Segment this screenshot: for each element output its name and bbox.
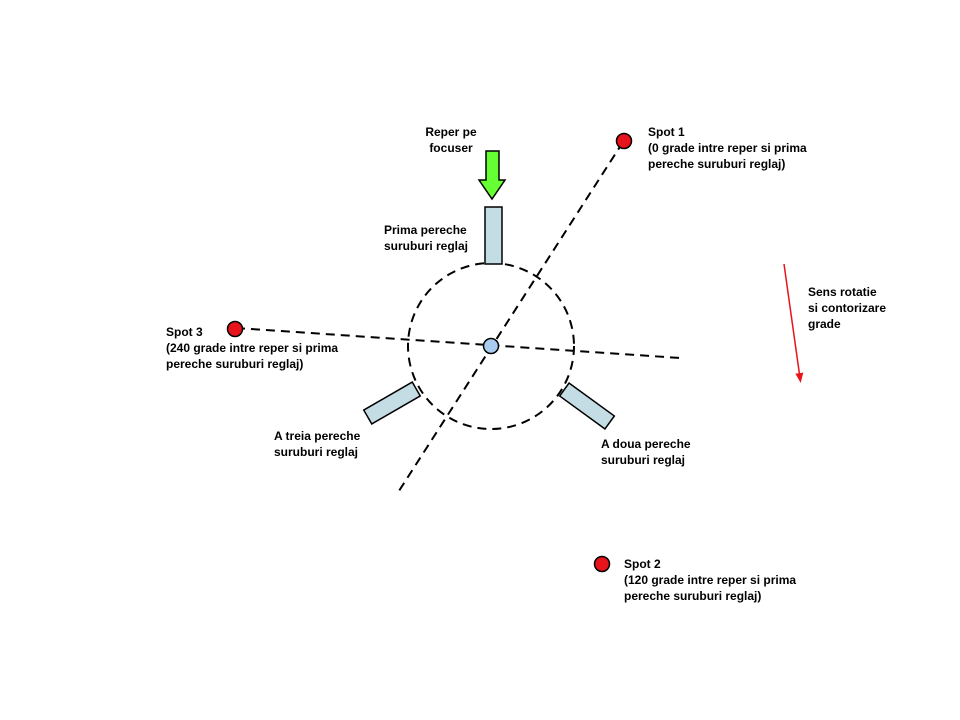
spot3-dot (226, 320, 244, 338)
second-screw-pair-label-line2: suruburi reglaj (601, 453, 686, 467)
spot1-dot (615, 132, 633, 150)
third-screw-pair-label-line1: A treia pereche (274, 429, 361, 443)
first-screw-pair-label-line1: Prima pereche (384, 223, 467, 237)
rotation-direction-label: Sens rotatie si contorizare grade (808, 284, 886, 332)
focuser-marker-label: Reper pe focuser (413, 124, 489, 156)
center-point (482, 337, 500, 355)
rotation-direction-arrow (783, 263, 804, 383)
spot1-label-line2: (0 grade intre reper si prima (648, 141, 807, 155)
third-screw-pair-label-line2: suruburi reglaj (274, 445, 359, 459)
spot3-label: Spot 3 (240 grade intre reper si prima p… (166, 324, 338, 372)
spot2-label-title: Spot 2 (624, 557, 661, 571)
spot1-label-line3: pereche suruburi reglaj) (648, 157, 786, 171)
third-screw-pair (362, 381, 422, 425)
spot1-axis-line (396, 141, 624, 495)
spot2-label-line3: pereche suruburi reglaj) (624, 589, 762, 603)
focuser-marker-label-line1: Reper pe (425, 125, 477, 139)
rotation-direction-label-line3: grade (808, 317, 841, 331)
rotation-direction-label-line2: si contorizare (808, 301, 887, 315)
second-screw-pair-label: A doua pereche suruburi reglaj (601, 436, 691, 468)
spot1-label-title: Spot 1 (648, 125, 685, 139)
spot3-label-line3: pereche suruburi reglaj) (166, 357, 304, 371)
spot2-label-line2: (120 grade intre reper si prima (624, 573, 797, 587)
focuser-marker-label-line2: focuser (429, 141, 473, 155)
spot3-label-title: Spot 3 (166, 325, 203, 339)
spot2-dot (593, 555, 611, 573)
spot3-label-line2: (240 grade intre reper si prima (166, 341, 339, 355)
first-screw-pair-label: Prima pereche suruburi reglaj (384, 222, 468, 254)
rotation-direction-label-line1: Sens rotatie (808, 285, 877, 299)
spot2-label: Spot 2 (120 grade intre reper si prima p… (624, 556, 796, 604)
spot1-label: Spot 1 (0 grade intre reper si prima per… (648, 124, 807, 172)
first-screw-pair (484, 206, 503, 265)
first-screw-pair-label-line2: suruburi reglaj (384, 239, 469, 253)
second-screw-pair (558, 382, 616, 430)
second-screw-pair-label-line1: A doua pereche (601, 437, 691, 451)
third-screw-pair-label: A treia pereche suruburi reglaj (274, 428, 360, 460)
focuser-marker-arrow (477, 150, 507, 201)
